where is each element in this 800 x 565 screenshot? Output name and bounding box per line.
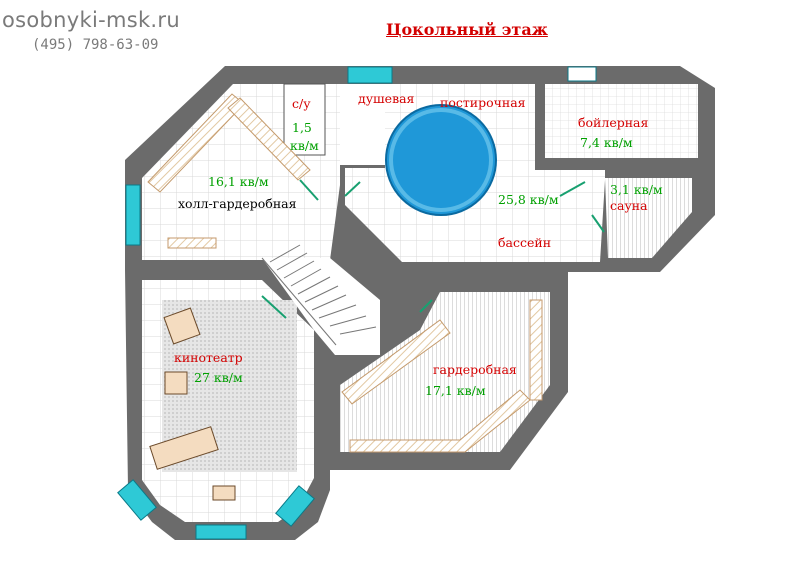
cinema-furniture [149,307,236,501]
sauna-area: 3,1 кв/м [610,182,663,197]
wardrobe-area: 17,1 кв/м [425,383,486,398]
boiler-area: 7,4 кв/м [580,135,633,150]
staircase [261,244,377,346]
wardrobe-shelves [341,299,543,453]
plan-title: Цокольный этаж [386,20,548,39]
sauna-label: сауна [610,198,648,213]
cinema-area: 27 кв/м [194,370,243,385]
toilet-area-unit: кв/м [290,138,319,153]
sauna-floor [605,178,692,258]
hall-wardrobe-shelves [147,93,311,249]
phone-number: (495) 798-63-09 [32,37,159,53]
pool-water-glare [389,108,493,212]
pool-basin [385,104,497,216]
site-url[interactable]: osobnyki-msk.ru [2,8,180,32]
toilet-label: с/у [292,96,311,111]
shower-floor [340,84,385,165]
pool-label: бассейн [498,235,551,250]
toilet-area: 1,5 [292,120,312,135]
pool-area: 25,8 кв/м [498,192,559,207]
toilet-floor [283,83,326,156]
boiler-floor [545,84,698,158]
doors [261,179,605,319]
cinema-label: кинотеатр [174,350,243,365]
windows [117,66,597,540]
hall-label: холл-гардеробная [178,196,297,211]
boiler-label: бойлерная [578,115,649,130]
wardrobe-label: гардеробная [433,362,517,377]
hall-area: 16,1 кв/м [208,174,269,189]
shower-label: душевая [358,91,415,106]
laundry-label: постирочная [440,95,526,110]
